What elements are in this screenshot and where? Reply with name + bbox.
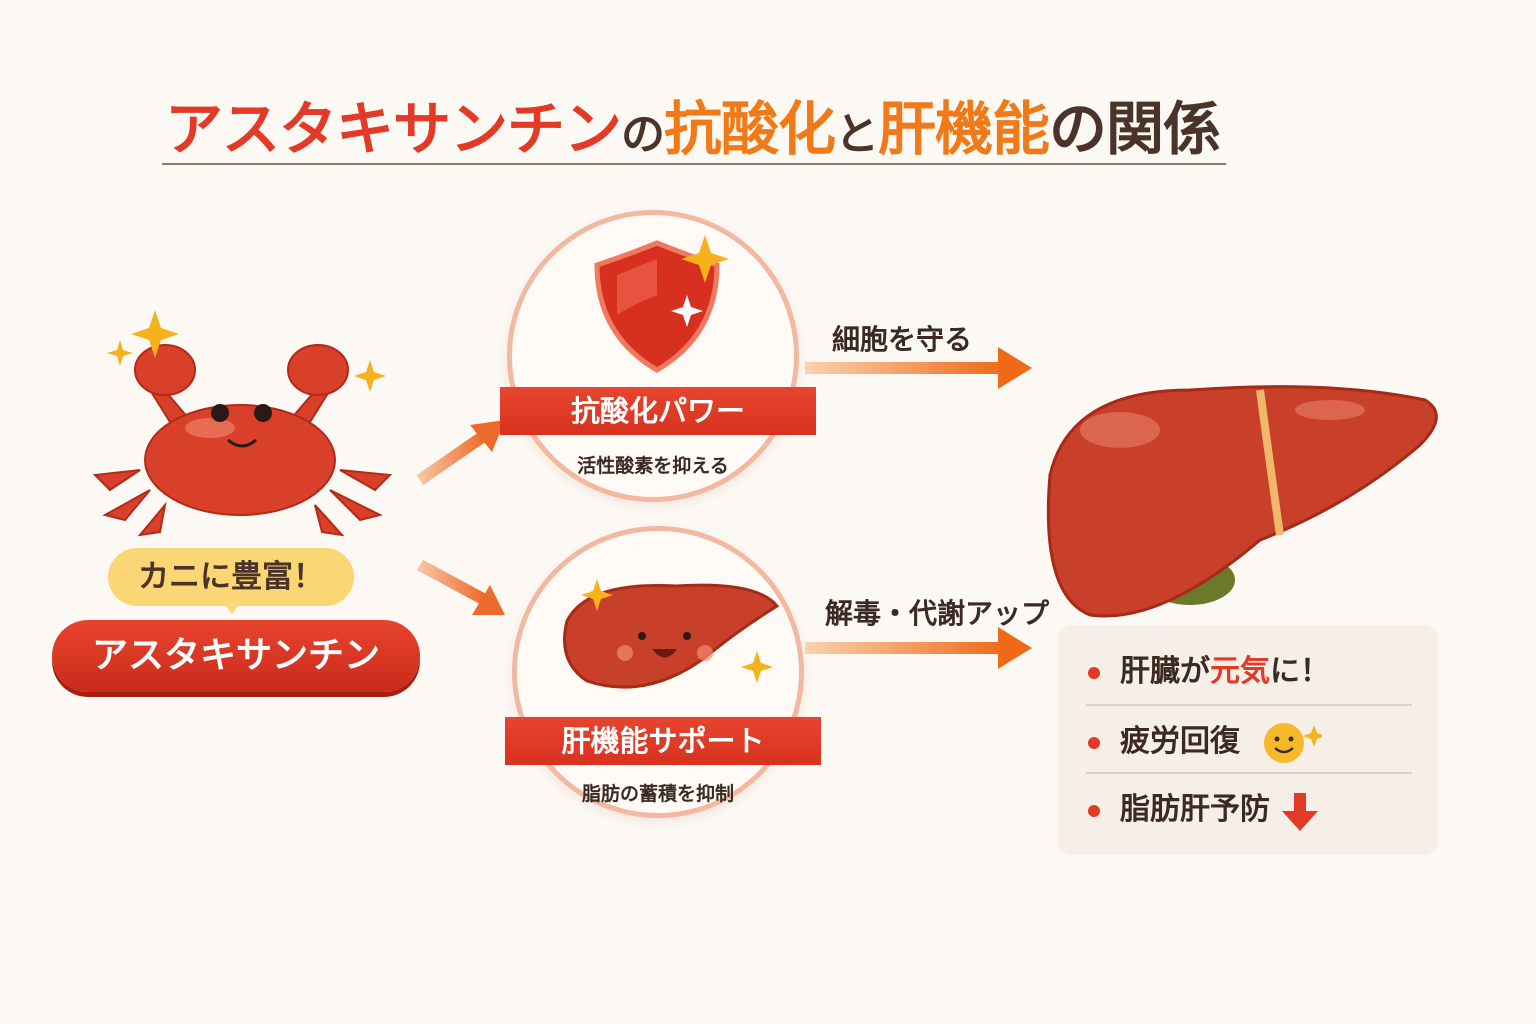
title-part: 抗酸化	[664, 95, 836, 163]
down-arrow-icon	[1282, 792, 1319, 831]
arrow-down-icon	[417, 559, 505, 615]
benefit-highlight: 元気	[1210, 654, 1270, 689]
flow-arrows	[805, 347, 1032, 669]
smiley-icon	[1264, 722, 1326, 763]
crab-illustration	[92, 310, 393, 537]
liver-illustration	[1046, 385, 1438, 618]
liver-character-icon	[563, 579, 780, 689]
arrow-label: 細胞を守る	[832, 323, 973, 356]
title-part: の関係	[1049, 95, 1221, 163]
liver-support-card: 肝機能サポート 脂肪の蓄積を抑制	[505, 526, 821, 818]
title-divider	[162, 163, 1226, 165]
bullet-icon	[1088, 666, 1100, 679]
shield-icon	[594, 235, 729, 373]
effect-sub: 脂肪の蓄積を抑制	[581, 783, 734, 805]
bullet-icon	[1088, 804, 1100, 817]
divider	[1086, 704, 1412, 706]
effect-label: 肝機能サポート	[505, 717, 821, 765]
page-title: アスタキサンチンの抗酸化と肝機能の関係	[165, 82, 1221, 166]
benefit-text: 肝臓が	[1120, 654, 1210, 689]
benefits-list: 肝臓が元気に！ 疲労回復 脂肪肝予防	[1058, 625, 1438, 855]
bubble-tail	[222, 600, 242, 614]
arrow-label: 解毒・代謝アップ	[825, 597, 1050, 630]
divider	[1086, 772, 1412, 774]
benefit-item: 脂肪肝予防	[1088, 777, 1418, 843]
bullet-icon	[1088, 736, 1100, 749]
antioxidant-card: 抗酸化パワー 活性酸素を抑える	[500, 210, 816, 502]
effect-sub: 活性酸素を抑える	[577, 455, 729, 477]
benefit-text: 疲労回復	[1120, 724, 1240, 759]
title-part: アスタキサンチン	[165, 95, 622, 163]
benefit-text: に！	[1270, 654, 1330, 689]
branch-arrows	[416, 420, 505, 615]
benefit-item: 疲労回復	[1088, 709, 1418, 775]
title-part: 肝機能	[878, 95, 1050, 163]
effect-label: 抗酸化パワー	[500, 387, 816, 435]
arrow-up-icon	[416, 420, 505, 485]
title-part: と	[835, 109, 879, 160]
arrow-right-icon	[805, 347, 1032, 389]
benefit-item: 肝臓が元気に！	[1088, 639, 1418, 705]
benefit-text: 脂肪肝予防	[1120, 792, 1270, 827]
astaxanthin-label: アスタキサンチン	[52, 620, 420, 692]
arrow-right-icon	[805, 627, 1032, 669]
title-part: の	[621, 109, 665, 160]
rich-in-crab-bubble: カニに豊富！	[108, 548, 354, 606]
